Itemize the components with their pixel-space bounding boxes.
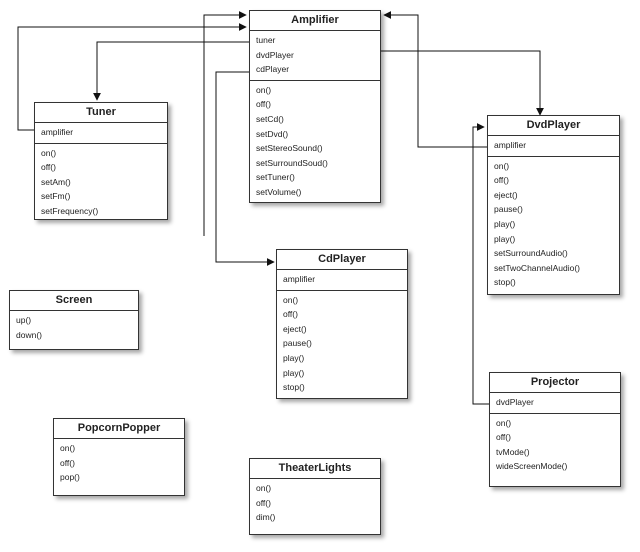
popcornpopper-method-row: off() (60, 457, 75, 468)
projector-method-row: tvMode() (496, 446, 530, 457)
amplifier-class-box: Amplifier tuner dvdPlayer cdPlayer on() off… (249, 10, 381, 203)
dvdplayer-method-row: setTwoChannelAudio() (494, 262, 580, 273)
amplifier-method-row: setTuner() (256, 172, 295, 183)
connector-projector-to-dvdplayer (472, 123, 489, 405)
cdplayer-method-row: pause() (283, 338, 312, 349)
connector-amplifier-to-tuner (93, 41, 249, 101)
projector-class-name: Projector (490, 373, 620, 393)
cdplayer-method-row: off() (283, 309, 298, 320)
tuner-method-row: off() (41, 162, 56, 173)
theaterlights-class-name: TheaterLights (250, 459, 380, 479)
popcornpopper-method-row: on() (60, 443, 76, 453)
dvdplayer-attribute-row: amplifier (494, 140, 527, 150)
popcornpopper-methods: on() off() pop() (54, 439, 184, 488)
dvdplayer-class-box: DvdPlayer amplifier on() off() eject() paus… (487, 115, 620, 295)
dvdplayer-method-row: play() (494, 218, 516, 229)
projector-method-row: on() (496, 417, 512, 428)
cdplayer-method-row: eject() (283, 323, 307, 334)
cdplayer-method-row: stop() (283, 382, 305, 393)
screen-class-name: Screen (10, 291, 138, 311)
popcornpopper-method-row: pop() (60, 472, 80, 483)
popcornpopper-class-name: PopcornPopper (54, 419, 184, 439)
dvdplayer-method-row: eject() (494, 189, 518, 200)
tuner-method-row: on() (41, 147, 57, 158)
dvdplayer-class-name: DvdPlayer (488, 116, 619, 136)
screen-method-row: up() (16, 315, 32, 325)
projector-attributes: dvdPlayer (490, 393, 620, 414)
amplifier-method-row: setStereoSound() (256, 143, 323, 154)
amplifier-class-name: Amplifier (250, 11, 380, 31)
dvdplayer-method-row: pause() (494, 204, 523, 215)
amplifier-methods: on() off() setCd() setDvd() setStereoSound()… (250, 81, 380, 203)
theaterlights-methods: on() off() dim() (250, 479, 380, 528)
amplifier-attribute-row: dvdPlayer (256, 49, 294, 60)
projector-method-row: wideScreenMode() (496, 461, 568, 472)
amplifier-method-row: setDvd() (256, 128, 289, 139)
cdplayer-attribute-row: amplifier (283, 274, 316, 284)
amplifier-method-row: setVolume() (256, 186, 302, 197)
projector-attribute-row: dvdPlayer (496, 397, 534, 407)
projector-class-box: Projector dvdPlayer on() off() tvMode() wid… (489, 372, 621, 487)
amplifier-method-row: on() (256, 84, 272, 95)
cdplayer-method-row: play() (283, 367, 305, 378)
theaterlights-method-row: dim() (256, 512, 276, 523)
dvdplayer-methods: on() off() eject() pause() play() play() setSu… (488, 157, 619, 293)
amplifier-method-row: off() (256, 99, 271, 110)
connector-cdplayer-to-amplifier (203, 11, 247, 236)
dvdplayer-method-row: off() (494, 175, 509, 186)
dvdplayer-attributes: amplifier (488, 136, 619, 157)
amplifier-method-row: setSurroundSoud() (256, 157, 328, 168)
connector-tuner-to-amplifier (17, 23, 247, 131)
cdplayer-method-row: on() (283, 294, 299, 305)
dvdplayer-method-row: stop() (494, 277, 516, 288)
projector-methods: on() off() tvMode() wideScreenMode() (490, 414, 620, 477)
dvdplayer-method-row: setSurroundAudio() (494, 248, 568, 259)
screen-method-row: down() (16, 329, 42, 340)
tuner-attribute-row: amplifier (41, 127, 74, 137)
screen-methods: up() down() (10, 311, 138, 345)
connector-amplifier-to-dvdplayer (380, 50, 544, 116)
tuner-method-row: setFrequency() (41, 205, 99, 216)
cdplayer-class-name: CdPlayer (277, 250, 407, 270)
popcornpopper-class-box: PopcornPopper on() off() pop() (53, 418, 185, 496)
tuner-methods: on() off() setAm() setFm() setFrequency() (35, 144, 167, 222)
theaterlights-method-row: on() (256, 483, 272, 493)
tuner-class-name: Tuner (35, 103, 167, 123)
tuner-method-row: setAm() (41, 176, 71, 187)
amplifier-method-row: setCd() (256, 113, 284, 124)
theaterlights-method-row: off() (256, 497, 271, 508)
amplifier-attributes: tuner dvdPlayer cdPlayer (250, 31, 380, 81)
cdplayer-class-box: CdPlayer amplifier on() off() eject() pause… (276, 249, 408, 399)
dvdplayer-method-row: on() (494, 160, 510, 171)
tuner-class-box: Tuner amplifier on() off() setAm() setFm() s… (34, 102, 168, 220)
projector-method-row: off() (496, 432, 511, 443)
cdplayer-methods: on() off() eject() pause() play() play() stop(… (277, 291, 407, 398)
amplifier-attribute-row: cdPlayer (256, 64, 290, 75)
tuner-attributes: amplifier (35, 123, 167, 144)
connector-dvdplayer-to-amplifier (383, 11, 487, 148)
connector-amplifier-to-cdplayer (215, 71, 275, 266)
amplifier-attribute-row: tuner (256, 35, 276, 45)
cdplayer-attributes: amplifier (277, 270, 407, 291)
theaterlights-class-box: TheaterLights on() off() dim() (249, 458, 381, 535)
dvdplayer-method-row: play() (494, 233, 516, 244)
cdplayer-method-row: play() (283, 352, 305, 363)
screen-class-box: Screen up() down() (9, 290, 139, 350)
tuner-method-row: setFm() (41, 191, 71, 202)
